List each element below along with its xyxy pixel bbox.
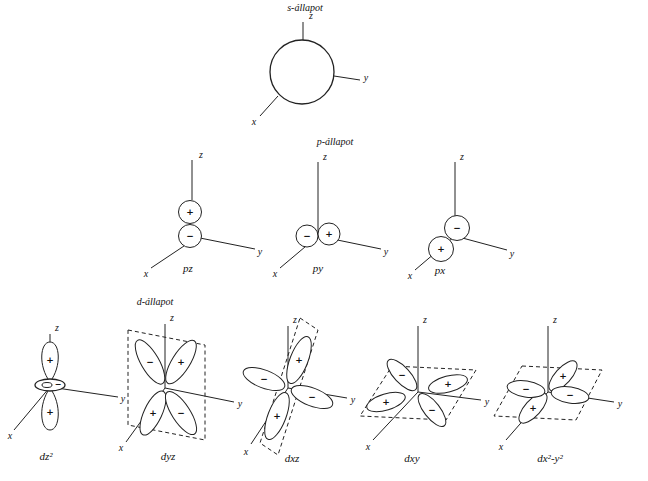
sign-label: +: [325, 230, 333, 239]
axis-label: y: [121, 394, 125, 404]
state-title: p-állapot: [317, 137, 354, 147]
axis-label: x: [244, 447, 248, 457]
sign-label: +: [529, 404, 537, 413]
sign-label: −: [177, 409, 185, 418]
axis-label: z: [199, 150, 203, 160]
sign-label: +: [177, 358, 185, 367]
axis-label: y: [510, 249, 514, 259]
axis-label: x: [144, 269, 148, 279]
axis-label: x: [8, 431, 12, 441]
orbital-name: dxz: [285, 453, 300, 464]
orbital-name: dx²-y²: [537, 453, 563, 464]
sign-label: +: [46, 408, 54, 417]
sign-label: −: [428, 406, 436, 415]
axis-label: z: [293, 315, 297, 325]
axis-label: y: [258, 247, 262, 257]
axis-label: z: [55, 323, 59, 333]
orbital-name: pz: [183, 263, 193, 274]
sign-label: +: [149, 409, 157, 418]
sign-label: +: [444, 380, 452, 389]
sign-label: +: [559, 372, 567, 381]
sign-label: −: [55, 381, 62, 389]
orbital-name: dz²: [39, 451, 52, 462]
orbital-name: dyz: [161, 451, 176, 462]
axis-label: y: [351, 395, 355, 405]
sign-label: +: [382, 398, 390, 407]
axis-label: z: [170, 313, 174, 323]
orbital-name: px: [435, 265, 445, 276]
sign-label: +: [437, 245, 445, 254]
sign-label: −: [522, 385, 530, 394]
axis-label: x: [252, 117, 256, 127]
axis-label: y: [618, 399, 622, 409]
sign-label: −: [303, 232, 311, 241]
sign-label: −: [308, 393, 316, 402]
state-title: s-állapot: [287, 3, 323, 13]
axis-label: y: [238, 399, 242, 409]
axis-label: z: [323, 152, 327, 162]
axis-label: x: [499, 442, 503, 452]
sign-label: −: [186, 232, 194, 241]
sign-label: +: [186, 208, 194, 217]
axis-label: x: [366, 442, 370, 452]
axis-label: x: [273, 269, 277, 279]
sign-label: −: [398, 371, 406, 380]
axis-label: z: [423, 315, 427, 325]
sign-label: −: [566, 391, 574, 400]
axis-label: y: [485, 397, 489, 407]
state-title: d-állapot: [137, 297, 174, 307]
axis-label: y: [384, 247, 388, 257]
sign-label: −: [453, 224, 461, 233]
sign-label: +: [295, 356, 303, 365]
sign-label: +: [273, 412, 281, 421]
sign-label: −: [260, 375, 268, 384]
axis-label: x: [119, 443, 123, 453]
sign-label: +: [46, 356, 54, 365]
axis-label: x: [408, 271, 412, 281]
orbital-name: dxy: [404, 453, 419, 464]
axis-label: z: [553, 315, 557, 325]
axis-label: y: [364, 73, 368, 83]
sign-label: −: [146, 358, 154, 367]
axis-label: z: [460, 152, 464, 162]
orbital-name: py: [313, 263, 323, 274]
axis-label: z: [309, 11, 313, 21]
